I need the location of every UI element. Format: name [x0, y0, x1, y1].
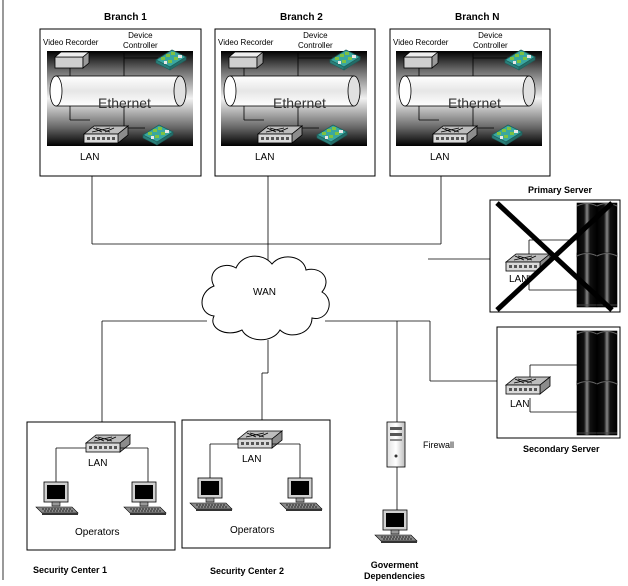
security-center-title: Security Center 2 — [210, 566, 285, 576]
lan-switch-icon — [432, 125, 478, 144]
branch-title: Branch 1 — [104, 12, 147, 23]
lan-switch-icon — [237, 430, 283, 449]
secondary-server-title: Secondary Server — [523, 444, 600, 454]
failed-x-mark — [495, 201, 614, 312]
branch-1-box — [39, 28, 202, 177]
primary-server-title: Primary Server — [528, 185, 593, 195]
device-controller-label: Device Controller — [123, 31, 158, 50]
primary-server-box — [489, 199, 621, 313]
lan-switch-icon — [85, 434, 131, 453]
branch-title: Branch 2 — [280, 12, 323, 23]
lan-switch-icon — [83, 125, 129, 144]
security-center-1-box — [26, 421, 176, 551]
operators-label: Operators — [75, 527, 120, 538]
lan-label: LAN — [80, 152, 100, 163]
security-center-title: Security Center 1 — [33, 565, 108, 575]
video-recorder-label: Video Recorder — [393, 38, 449, 47]
secondary-server-box — [496, 326, 621, 439]
video-recorder-label: Video Recorder — [218, 38, 274, 47]
ethernet-label: Ethernet — [273, 95, 326, 111]
branch-2-box — [214, 28, 376, 177]
wan-cloud — [201, 255, 330, 341]
government-workstation-icon — [374, 509, 418, 544]
operators-label: Operators — [230, 525, 275, 536]
ethernet-label: Ethernet — [448, 95, 501, 111]
lan-label: LAN — [88, 458, 108, 469]
lan-label: LAN — [509, 274, 529, 285]
government-dependencies-label: Goverment Dependencies — [364, 560, 426, 581]
ethernet-label: Ethernet — [98, 95, 151, 111]
video-recorder-icon — [228, 51, 264, 69]
video-recorder-label: Video Recorder — [43, 38, 99, 47]
security-center-2-box — [181, 419, 331, 549]
device-controller-label: Device Controller — [473, 31, 508, 50]
lan-switch-icon — [257, 125, 303, 144]
wan-label: WAN — [253, 287, 276, 298]
lan-label: LAN — [242, 454, 262, 465]
video-recorder-icon — [403, 51, 439, 69]
firewall-icon — [386, 421, 406, 468]
branch-n-box — [389, 28, 551, 177]
lan-switch-icon — [505, 376, 551, 395]
branch-links — [91, 176, 490, 270]
device-controller-label: Device Controller — [298, 31, 333, 50]
lan-label: LAN — [510, 399, 530, 410]
branch-title: Branch N — [455, 12, 500, 23]
firewall-label: Firewall — [423, 440, 455, 450]
lan-label: LAN — [255, 152, 275, 163]
lan-label: LAN — [430, 152, 450, 163]
video-recorder-icon — [54, 51, 90, 69]
